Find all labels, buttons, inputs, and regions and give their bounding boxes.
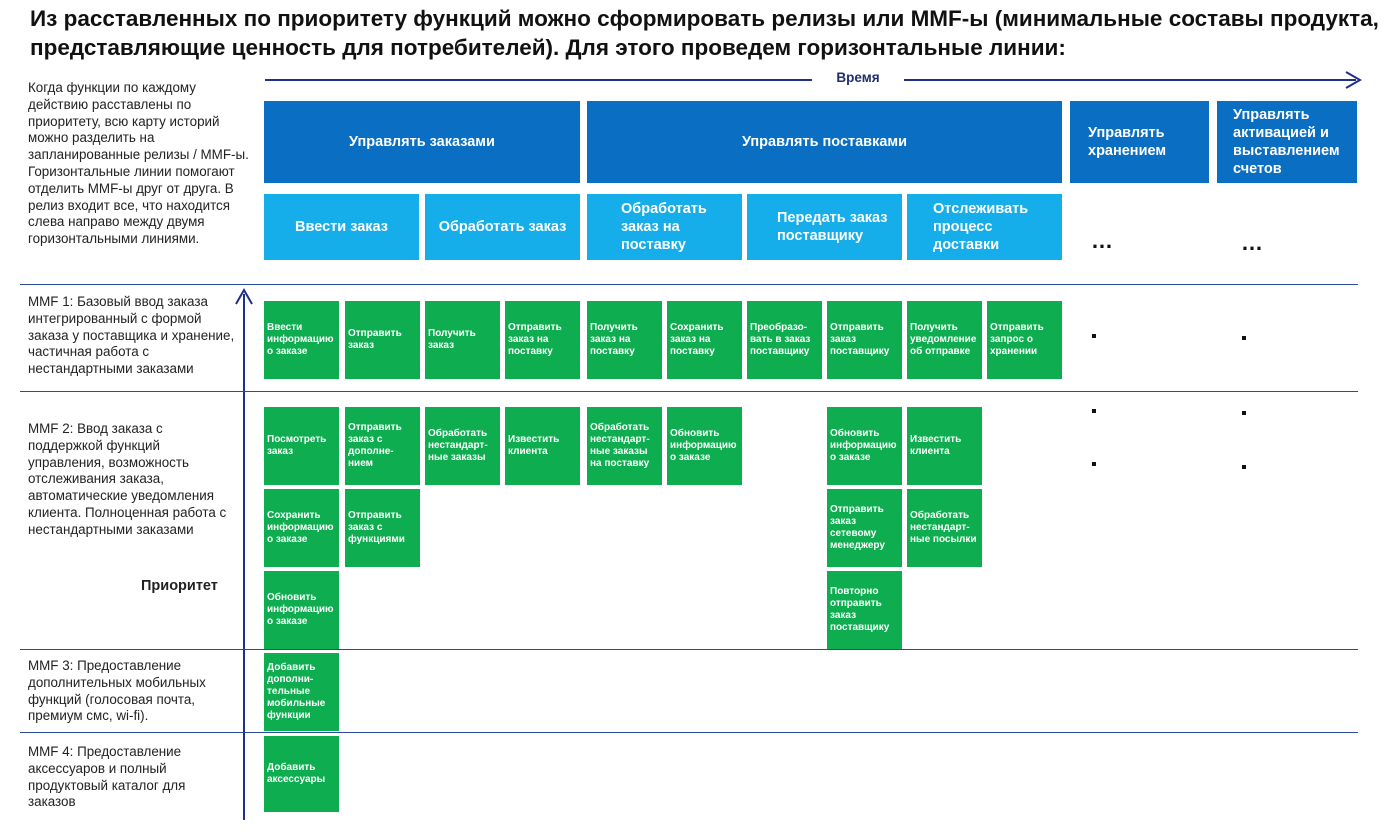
time-arrow-head [1345, 71, 1363, 89]
dot-marker [1242, 411, 1246, 415]
story-card: Получить заказ [425, 301, 500, 379]
activity-process-supply-order: Обработать заказ на поставку [587, 194, 742, 260]
story-card: Отправить запрос о хранении [987, 301, 1062, 379]
story-card: Отправить заказ с функциями [345, 489, 420, 567]
story-card: Обработать нестандарт-ные заказы на пост… [587, 407, 662, 485]
release-line-3 [20, 649, 1358, 650]
story-card: Отправить заказ поставщику [827, 301, 902, 379]
story-card: Обновить информацию о заказе [264, 571, 339, 649]
story-card: Отправить заказ с дополне-нием [345, 407, 420, 485]
priority-label: Приоритет [141, 578, 218, 594]
story-card: Повторно отправить заказ поставщику [827, 571, 902, 649]
dot-marker [1092, 409, 1096, 413]
dot-marker [1092, 462, 1096, 466]
activity-process-order: Обработать заказ [425, 194, 580, 260]
activity-track-delivery: Отслеживать процесс доставки [907, 194, 1062, 260]
release-mmf2: MMF 2: Ввод заказа с поддержкой функций … [28, 421, 227, 537]
dot-marker [1092, 334, 1096, 338]
release-line-4 [20, 732, 1358, 733]
story-card: Отправить заказ [345, 301, 420, 379]
story-card: Известить клиента [907, 407, 982, 485]
ellipsis-storage: … [1091, 228, 1114, 253]
story-card: Отправить заказ на поставку [505, 301, 580, 379]
story-card: Обновить информацию о заказе [667, 407, 742, 485]
release-mmf1: MMF 1: Базовый ввод заказа интегрированн… [28, 294, 235, 377]
story-card: Сохранить информацию о заказе [264, 489, 339, 567]
story-card: Ввести информацию о заказе [264, 301, 339, 379]
page-title: Из расставленных по приоритету функций м… [30, 6, 1379, 60]
release-mmf3: MMF 3: Предоставление дополнительных моб… [28, 658, 206, 724]
dot-marker [1242, 465, 1246, 469]
story-card: Отправить заказ сетевому менеджеру [827, 489, 902, 567]
story-card: Преобразо-вать в заказ поставщику [747, 301, 822, 379]
dot-marker [1242, 336, 1246, 340]
epic-manage-billing: Управлять активацией и выставлением счет… [1217, 101, 1357, 183]
story-card: Добавить дополни-тельные мобильные функц… [264, 653, 339, 731]
story-card: Обработать нестандарт-ные заказы [425, 407, 500, 485]
story-card: Посмотреть заказ [264, 407, 339, 485]
release-line-2 [20, 391, 1358, 392]
ellipsis-billing: … [1241, 230, 1264, 255]
story-card: Сохранить заказ на поставку [667, 301, 742, 379]
story-card: Получить уведомление об отправке [907, 301, 982, 379]
story-card: Добавить аксессуары [264, 736, 339, 812]
intro-text: Когда функции по каждому действию расста… [28, 80, 249, 247]
epic-manage-deliveries: Управлять поставками [587, 101, 1062, 183]
epic-manage-orders: Управлять заказами [264, 101, 580, 183]
story-card: Известить клиента [505, 407, 580, 485]
release-line-1 [20, 284, 1358, 285]
priority-arrow-head [235, 287, 253, 305]
epic-manage-storage: Управлять хранением [1070, 101, 1209, 183]
activity-enter-order: Ввести заказ [264, 194, 419, 260]
time-label: Время [812, 70, 904, 85]
release-mmf4: MMF 4: Предоставление аксессуаров и полн… [28, 744, 186, 810]
story-card: Обновить информацию о заказе [827, 407, 902, 485]
story-card: Обработать нестандарт-ные посылки [907, 489, 982, 567]
activity-send-to-supplier: Передать заказ поставщику [747, 194, 902, 260]
story-card: Получить заказ на поставку [587, 301, 662, 379]
